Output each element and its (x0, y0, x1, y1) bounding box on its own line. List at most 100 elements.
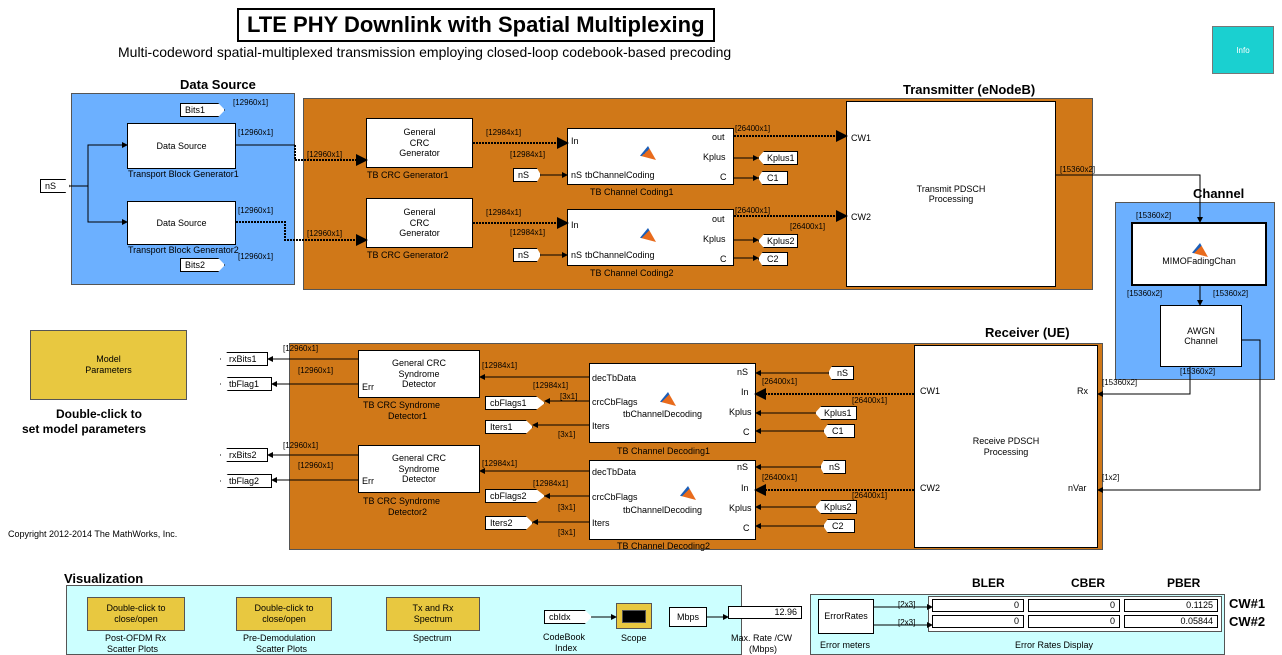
dim-label: [12984x1] (482, 459, 518, 468)
data-source-block-2[interactable]: Data Source (127, 201, 236, 245)
max-rate-display: 12.96 (728, 606, 802, 619)
dim-label: [3x1] (558, 503, 576, 512)
cw1-cber: 0 (1028, 599, 1120, 612)
port-label: CW2 (920, 483, 940, 493)
rate-caption: Max. Rate /CW (731, 633, 793, 643)
port-label: Rx (1077, 386, 1088, 396)
port-label: Iters (592, 518, 610, 528)
dim-label: [26400x1] (852, 491, 888, 500)
kplus1-tag[interactable]: Kplus1 (815, 406, 857, 420)
block-label: CRC (409, 217, 430, 228)
port-label: CW1 (851, 133, 871, 143)
port-label: C (720, 172, 727, 182)
model-params-help: set model parameters (22, 422, 147, 436)
tb-channel-decoding-2-caption: TB Channel Decoding2 (617, 541, 711, 551)
c1-tag[interactable]: C1 (758, 171, 788, 185)
c2-tag[interactable]: C2 (758, 252, 788, 266)
bits2-tag[interactable]: Bits2 (180, 258, 225, 272)
block-label: Channel (1184, 336, 1218, 346)
tbflag2-tag[interactable]: tbFlag2 (220, 474, 272, 488)
port-label: out (712, 214, 725, 224)
block-label: ErrorRates (824, 611, 868, 622)
port-label: Kplus (729, 503, 752, 513)
port-label: CW2 (851, 212, 871, 222)
pre-demod-caption: Scatter Plots (256, 644, 308, 654)
cbidx-tag[interactable]: cbIdx (544, 610, 592, 624)
transport-block-generator-1-caption: Transport Block Generator1 (128, 169, 239, 179)
block-name: tbChannelDecoding (623, 409, 703, 419)
block-label: Parameters (85, 365, 132, 375)
block-label: Syndrome (398, 368, 440, 379)
block-label: Receive PDSCH (972, 436, 1040, 447)
ns-tag[interactable]: nS (513, 248, 541, 262)
c2-tag[interactable]: C2 (823, 519, 855, 533)
model-params-help: Double-click to (56, 407, 143, 421)
scope-block[interactable] (616, 603, 652, 629)
port-label: C (720, 254, 727, 264)
ns-tag[interactable]: nS (513, 168, 541, 182)
ns-tag[interactable]: nS (828, 366, 854, 380)
block-label: Detector (401, 474, 436, 485)
block-label: Transmit PDSCH (916, 183, 986, 194)
kplus2-tag[interactable]: Kplus2 (815, 500, 857, 514)
section-visualization: Visualization (64, 571, 144, 586)
block-label: General CRC (391, 453, 447, 464)
tb-crc-generator-2-caption: TB CRC Generator2 (367, 250, 449, 260)
ns-tag[interactable]: nS (820, 460, 846, 474)
ns-source-tag[interactable]: nS (40, 179, 70, 193)
tbflag1-tag[interactable]: tbFlag1 (220, 377, 272, 391)
block-label: Data Source (156, 140, 207, 151)
port-label: Err (362, 382, 374, 392)
block-label: Tx and Rx (412, 603, 454, 614)
bits1-tag[interactable]: Bits1 (180, 103, 225, 117)
dim-label: [26400x1] (762, 377, 798, 386)
dim-label: [12984x1] (486, 128, 522, 137)
section-channel: Channel (1193, 186, 1245, 201)
block-label: close/open (114, 614, 158, 624)
mbps-gain-block[interactable]: Mbps (669, 607, 707, 627)
c1-tag[interactable]: C1 (823, 424, 855, 438)
error-header-pber: PBER (1167, 576, 1201, 590)
iters2-tag[interactable]: Iters2 (485, 516, 533, 530)
dim-label: [12984x1] (510, 228, 546, 237)
post-ofdm-caption: Post-OFDM Rx (105, 633, 167, 643)
dim-label: [12960x1] (307, 150, 343, 159)
block-label: General (403, 207, 436, 218)
dim-label: [12960x1] (238, 128, 274, 137)
block-name: tbChannelCoding (585, 250, 655, 260)
crc-syndrome-2-caption: TB CRC Syndrome (363, 496, 441, 506)
error-rates-block[interactable]: ErrorRates (818, 599, 874, 634)
dim-label: [3x1] (558, 430, 576, 439)
block-label: General (403, 127, 436, 138)
iters1-tag[interactable]: Iters1 (485, 420, 533, 434)
data-source-block-1[interactable]: Data Source (127, 123, 236, 169)
port-label: Iters (592, 421, 610, 431)
port-label: Kplus (703, 152, 726, 162)
dim-label: [26400x1] (852, 396, 888, 405)
dim-label: [26400x1] (790, 222, 826, 231)
dim-label: [12984x1] (533, 381, 569, 390)
dim-label: [15360x2] (1127, 289, 1163, 298)
dim-label: [15360x2] (1102, 378, 1138, 387)
tb-channel-decoding-2[interactable] (589, 460, 756, 540)
dim-label: [12984x1] (533, 479, 569, 488)
dim-label: [12960x1] (283, 344, 319, 353)
port-label: Err (362, 476, 374, 486)
tb-crc-generator-1-caption: TB CRC Generator1 (367, 170, 449, 180)
dim-label: [12960x1] (307, 229, 343, 238)
block-label: MIMOFadingChan (1162, 255, 1236, 266)
info-button[interactable]: Info (1212, 26, 1274, 74)
block-label: Generator (399, 148, 440, 159)
port-label: Kplus (703, 234, 726, 244)
